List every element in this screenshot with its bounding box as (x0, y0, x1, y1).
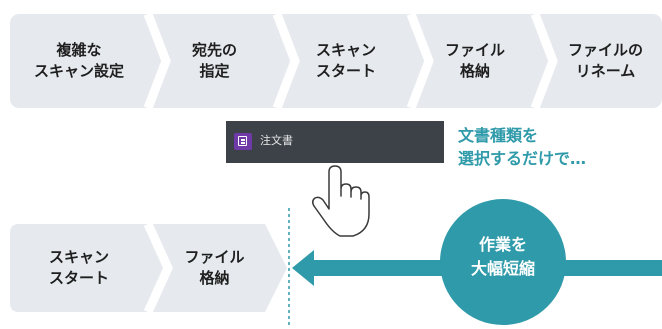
chevron-separator (272, 12, 300, 110)
hand-pointer-icon (311, 165, 370, 237)
document-type-icon (234, 133, 252, 150)
document-type-selector[interactable] (226, 121, 444, 163)
before-step-label: ファイル 格納 (444, 41, 505, 80)
chevron-separator (143, 222, 173, 314)
chevron-separator (406, 12, 434, 110)
selection-note: 文書種類を 選択するだけで… (458, 126, 587, 168)
callout-circle (440, 199, 566, 325)
chevron-separator (530, 12, 558, 110)
after-step-label: スキャン スタート (48, 248, 109, 287)
before-flow-bar (10, 14, 662, 108)
before-step-label: 宛先の 指定 (191, 41, 237, 80)
before-step-label: ファイルの リネーム (567, 41, 643, 80)
arrow-head (292, 250, 314, 286)
chevron-separator (143, 12, 171, 110)
after-flow-bar (10, 224, 287, 312)
document-type-name: 注文書 (260, 134, 293, 147)
before-step-label: 複雑な スキャン設定 (33, 41, 124, 80)
callout-label: 作業を 大幅短縮 (470, 235, 535, 278)
after-step-label: ファイル 格納 (184, 248, 245, 287)
before-step-label: スキャン スタート (315, 41, 376, 80)
